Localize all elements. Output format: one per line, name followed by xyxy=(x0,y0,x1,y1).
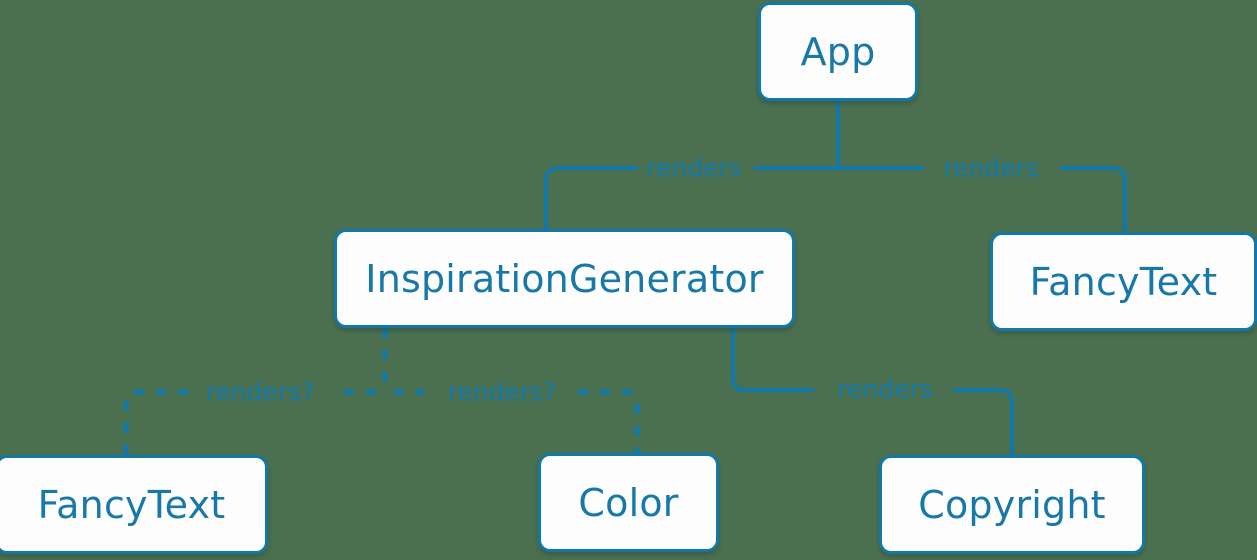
edge-inspiration-to-fancytext-bottom-tail xyxy=(123,389,188,455)
node-fancytext-bottom[interactable]: FancyText xyxy=(0,455,268,554)
edge-label-inspiration-to-copyright: renders xyxy=(837,374,933,404)
edge-app-to-fancytext-right-tail xyxy=(1060,166,1127,234)
node-fancytext-right-label: FancyText xyxy=(1029,259,1218,304)
node-copyright-label: Copyright xyxy=(918,482,1106,527)
edge-inspiration-to-copyright xyxy=(731,326,814,392)
node-copyright[interactable]: Copyright xyxy=(879,455,1145,554)
edge-label-inspiration-to-color: renders? xyxy=(447,377,557,407)
edge-inspiration-to-copyright-tail xyxy=(953,388,1014,457)
edge-app-to-inspiration-generator xyxy=(753,99,840,170)
node-inspiration-generator-label: InspirationGenerator xyxy=(365,256,764,301)
node-app[interactable]: App xyxy=(758,2,918,101)
node-fancytext-bottom-label: FancyText xyxy=(37,482,226,527)
node-color-label: Color xyxy=(578,480,679,525)
edge-app-to-inspiration-generator-tail xyxy=(544,166,638,231)
edge-label-app-to-inspiration-generator: renders xyxy=(646,153,742,183)
edge-label-inspiration-to-fancytext-bottom: renders? xyxy=(205,377,315,407)
node-inspiration-generator[interactable]: InspirationGenerator xyxy=(334,229,795,328)
edge-inspiration-to-color-tail xyxy=(578,389,640,453)
node-color[interactable]: Color xyxy=(538,453,719,552)
node-fancytext-right[interactable]: FancyText xyxy=(990,232,1257,331)
edge-app-to-fancytext-right xyxy=(836,99,924,170)
edge-label-app-to-fancytext-right: renders xyxy=(943,153,1039,183)
node-app-label: App xyxy=(800,29,876,74)
